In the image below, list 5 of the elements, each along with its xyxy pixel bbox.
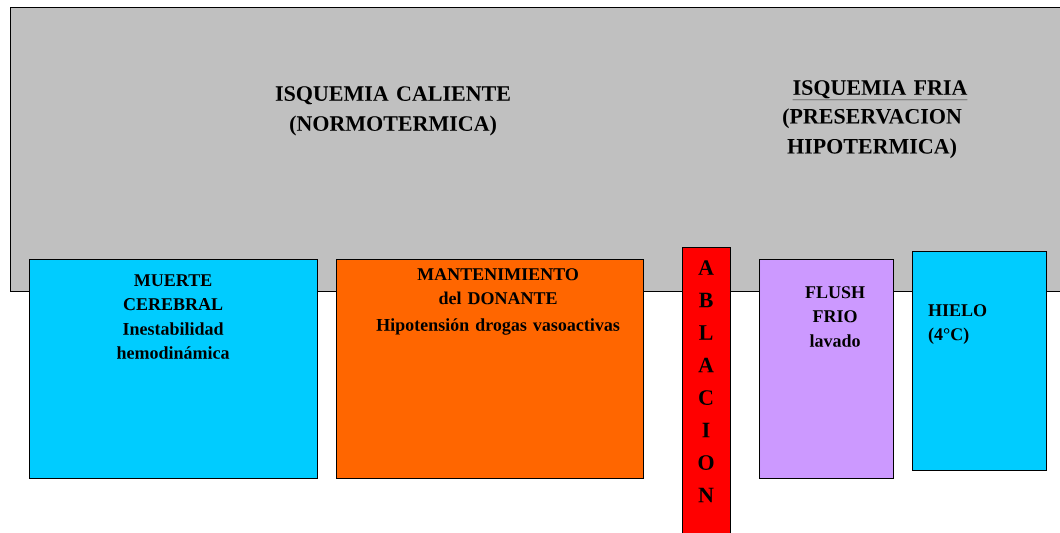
process-box: MANTENIMIENTO del DONANTE Hipotensión drogas vasoactivas <box>336 259 644 479</box>
process-box: HIELO (4°C) <box>912 251 1047 471</box>
process-box: FLUSH FRIO lavado <box>759 259 894 479</box>
vertical-box: ABLACION <box>682 247 731 533</box>
process-box: MUERTE CEREBRAL Inestabilidad hemodinámica <box>29 259 318 479</box>
